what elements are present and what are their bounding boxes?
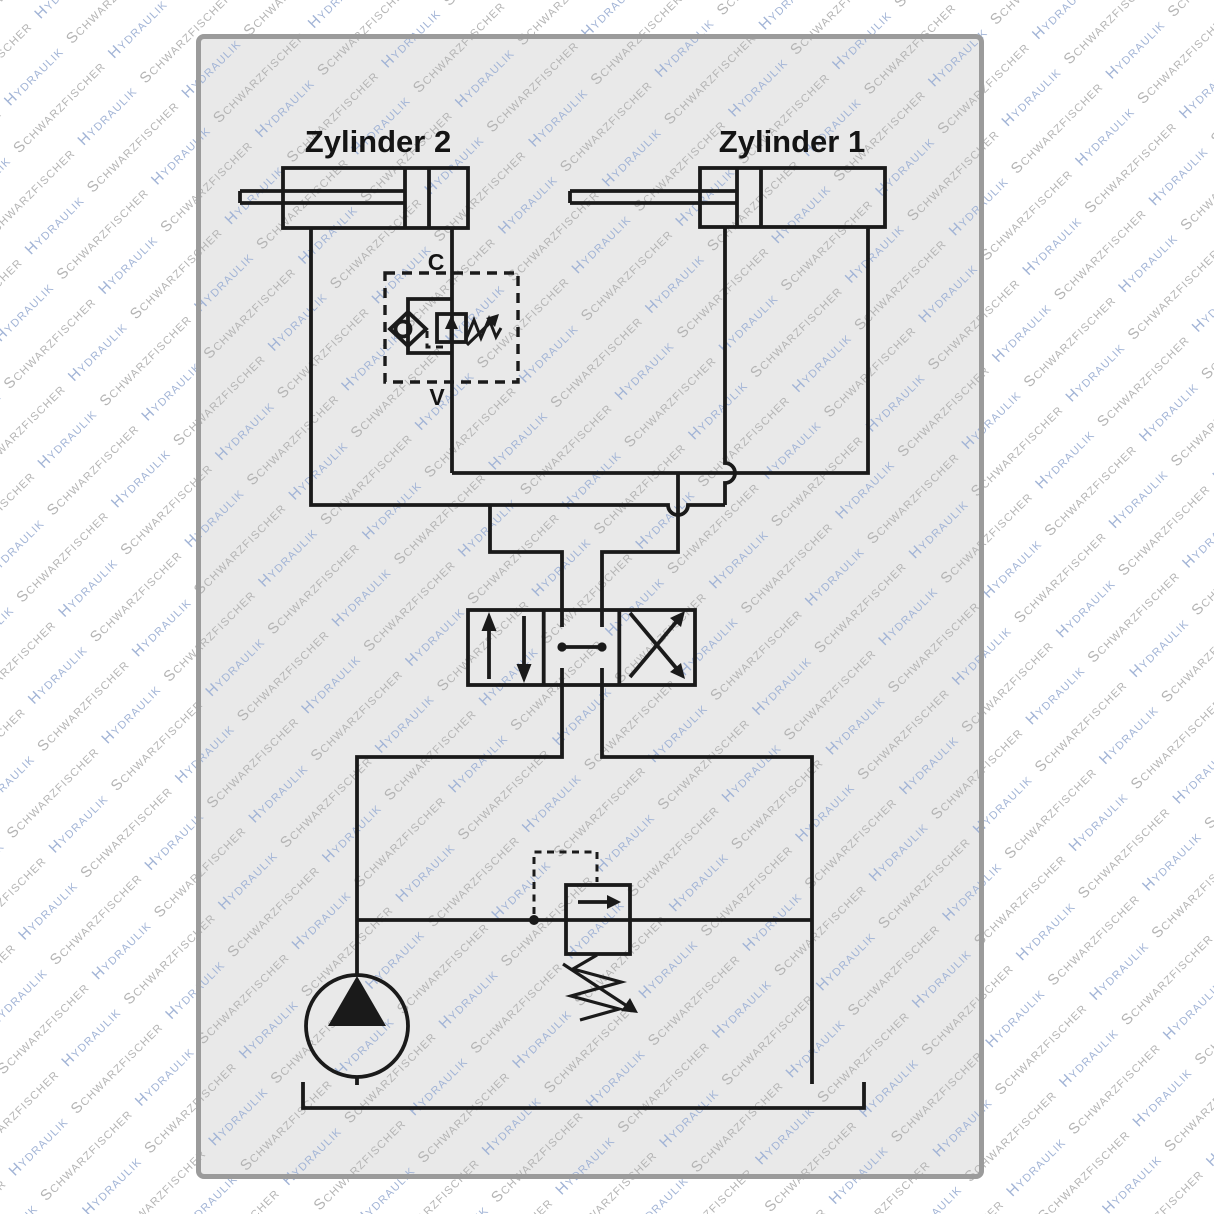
junction-dot (529, 915, 539, 925)
port-c-label: C (427, 249, 445, 275)
cylinder-1-symbol (568, 166, 887, 229)
diagram-frame-background (196, 34, 984, 1179)
pressure-relief-valve-symbol (529, 850, 638, 1022)
cylinder-2-symbol (238, 166, 470, 230)
directional-valve-symbol (466, 608, 697, 687)
pump-symbol (304, 973, 410, 1079)
pipe-network (309, 227, 870, 1085)
port-v-label: V (429, 384, 445, 410)
cylinder-2-label: Zylinder 2 (304, 124, 452, 159)
cylinder-1-label: Zylinder 1 (718, 124, 866, 159)
diagram-frame-border (196, 34, 984, 1179)
tank-symbol (301, 1082, 866, 1110)
counterbalance-valve-symbol (383, 271, 520, 384)
